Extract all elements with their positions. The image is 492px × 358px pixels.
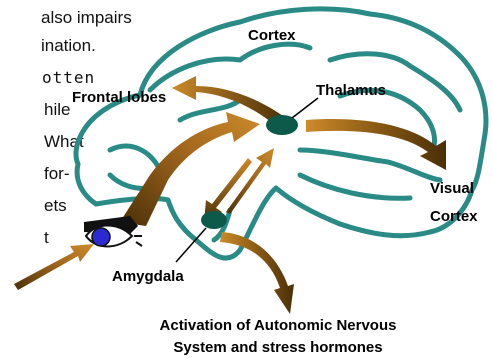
- label-ans-2: System and stress hormones: [173, 339, 382, 356]
- label-visual-cortex-1: Visual: [430, 180, 474, 197]
- label-frontal-lobes: Frontal lobes: [72, 89, 166, 106]
- label-visual-cortex-2: Cortex: [430, 208, 478, 225]
- label-thalamus: Thalamus: [316, 82, 386, 99]
- incoming-light-arrow: [14, 244, 94, 290]
- amygdala-nucleus: [201, 211, 227, 229]
- eye-to-cortex-arrow: [120, 112, 260, 226]
- amygdala-to-ans-arrow: [220, 232, 294, 314]
- thalamus-pointer: [292, 98, 318, 118]
- eye-icon: [84, 216, 142, 247]
- label-cortex: Cortex: [248, 27, 296, 44]
- label-ans-1: Activation of Autonomic Nervous: [160, 317, 397, 334]
- label-amygdala: Amygdala: [112, 268, 184, 285]
